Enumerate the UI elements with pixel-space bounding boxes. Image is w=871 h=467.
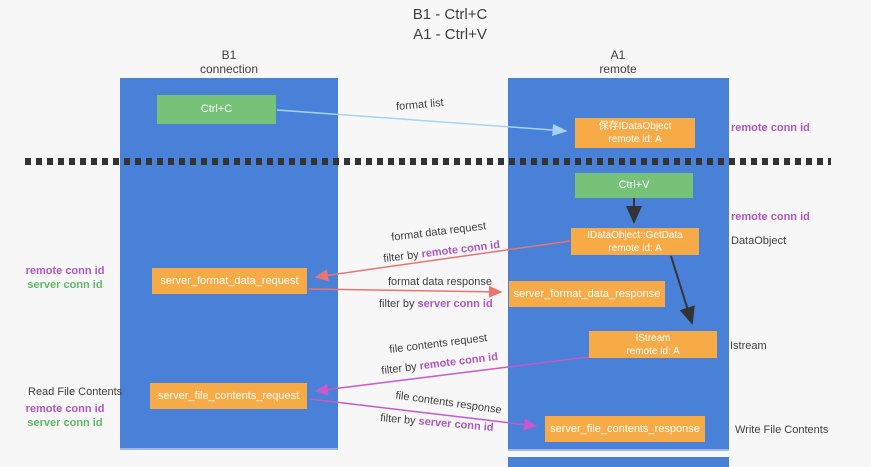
server-conn-id-annotation-left-mid: server conn id [27,279,103,291]
remote-conn-id-annotation-left-bottom: remote conn id [25,403,105,415]
filter-prefix: filter by [379,298,415,310]
title-line-2: A1 - Ctrl+V [413,26,487,43]
conn-id-stack-bottom: remote conn id server conn id [10,402,120,430]
ctrl-c-box: Ctrl+C [157,95,276,124]
server-file-contents-request-box: server_file_contents_request [150,383,307,409]
lane-b1-name: B1 [221,48,237,62]
lane-header-a1: A1 remote [543,48,693,76]
remote-conn-id-annotation-left-mid: remote conn id [25,265,105,277]
title-line-1: B1 - Ctrl+C [412,6,488,23]
filter-prefix: filter by [379,412,417,428]
server-file-contents-response-label: server_file_contents_response [550,422,700,435]
diagram-title: B1 - Ctrl+C A1 - Ctrl+V [330,5,570,45]
getdata-line2: remote id: A [608,242,662,254]
dashed-separator [25,158,831,165]
filter-highlight-remote: remote conn id [420,238,501,261]
server-format-data-request-label: server_format_data_request [160,274,299,287]
istream-line2: remote id: A [626,345,680,357]
file-contents-request-label: file contents request [388,332,488,356]
file-contents-response-label: file contents response [394,389,503,417]
server-file-contents-response-box: server_file_contents_response [545,416,705,442]
server-format-data-response-box: server_format_data_response [509,281,665,307]
conn-id-stack-mid: remote conn id server conn id [10,264,120,292]
save-idataobject-box: 保存IDataObject remote id: A [575,118,695,148]
filter-prefix: filter by [380,360,418,378]
istream-line1: IStream [635,332,671,344]
istream-annotation: Istream [730,340,767,352]
server-format-data-request-box: server_format_data_request [152,268,307,294]
filter-highlight-server: server conn id [418,415,494,434]
ctrl-c-label: Ctrl+C [200,103,233,115]
dataobject-annotation: DataObject [731,235,787,247]
filter-highlight-server: server conn id [417,298,493,310]
write-file-contents-annotation: Write File Contents [735,424,829,436]
filter-prefix: filter by [382,248,420,266]
server-format-data-response-label: server_format_data_response [513,287,661,300]
lane-a1-role: remote [599,62,637,76]
filter-highlight-remote: remote conn id [418,350,499,373]
istream-box: IStream remote id: A [589,331,717,358]
format-data-request-label: format data request [390,220,487,244]
lane-header-b1: B1 connection [154,48,304,76]
format-data-response-label: format data response [388,276,492,288]
server-conn-id-annotation-left-bottom: server conn id [27,417,103,429]
save-idataobject-line1: 保存IDataObject [598,121,672,132]
lane-a1-name: A1 [610,48,626,62]
format-list-label: format list [395,96,445,114]
remote-conn-id-annotation-mid: remote conn id [731,211,810,223]
server-file-contents-request-label: server_file_contents_request [157,389,300,402]
lane-a1-continuation [508,457,729,467]
idataobject-getdata-box: IDataObject::GetData remote id: A [571,228,699,255]
ctrl-v-label: Ctrl+V [618,179,650,191]
save-idataobject-line2: remote id: A [608,134,662,145]
remote-conn-id-annotation-top: remote conn id [731,122,810,134]
lane-b1-role: connection [199,62,259,76]
getdata-line1: IDataObject::GetData [587,229,683,241]
ctrl-v-box: Ctrl+V [575,173,693,198]
read-file-contents-annotation: Read File Contents [28,386,123,398]
